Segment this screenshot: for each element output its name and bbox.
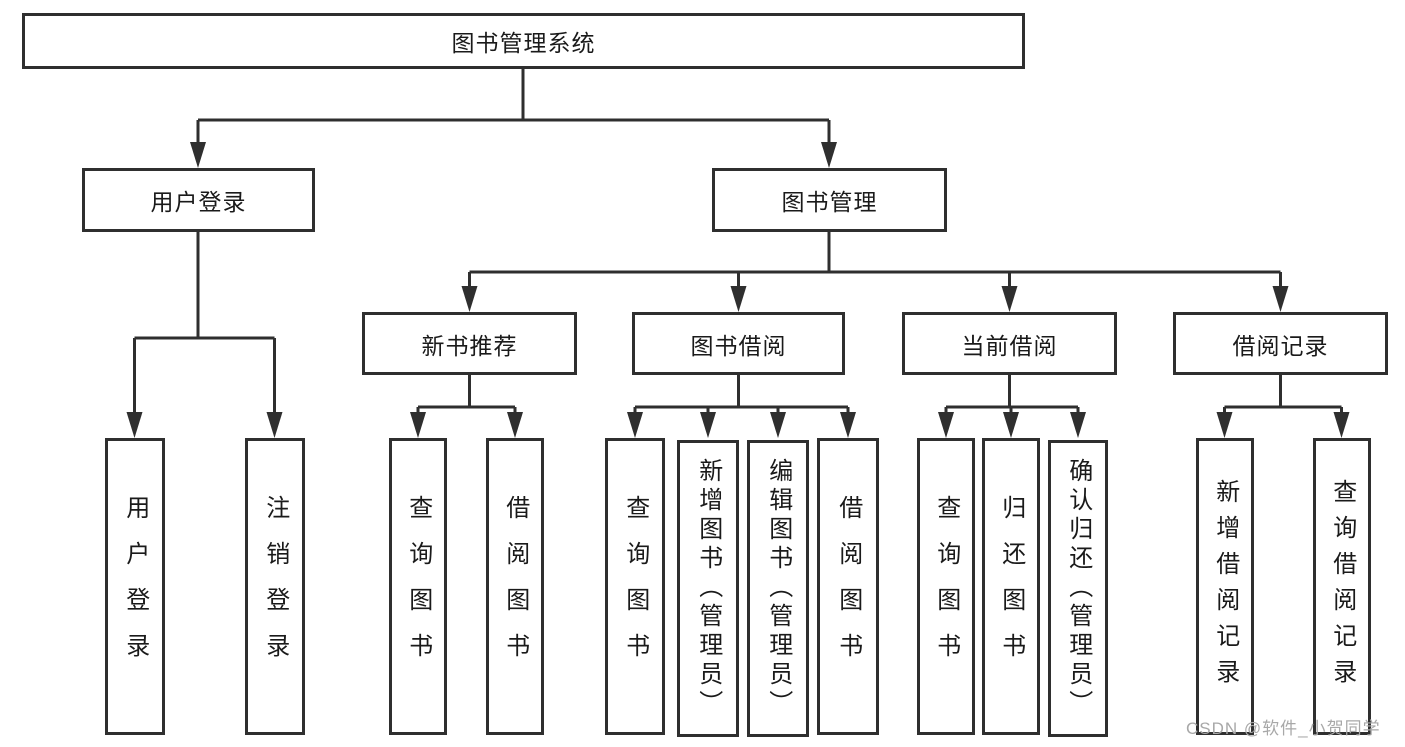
node-root-system: 图书管理系统 [22,13,1025,69]
leaf-borrow-books-recommend: 借阅图书 [486,438,544,735]
leaf-query-books-borrowing: 查询图书 [605,438,665,735]
node-borrow-records: 借阅记录 [1173,312,1388,375]
leaf-query-borrow-record: 查询借阅记录 [1313,438,1371,735]
node-borrow-records-label: 借阅记录 [1232,332,1329,359]
node-user-login: 用户登录 [82,168,315,232]
node-book-borrowing: 图书借阅 [632,312,845,375]
leaf-add-borrow-record: 新增借阅记录 [1196,438,1254,735]
leaf-borrow-books-borrowing: 借阅图书 [817,438,879,735]
node-root-label: 图书管理系统 [451,30,596,56]
leaf-query-books-current: 查询图书 [917,438,975,735]
leaf-confirm-return-admin: 确认归还（管理员） [1048,440,1108,737]
node-new-book-recommend: 新书推荐 [362,312,577,375]
node-user-login-label: 用户登录 [150,189,247,215]
node-book-borrowing-label: 图书借阅 [690,332,787,359]
leaf-user-login: 用户登录 [105,438,165,735]
arrowheads [126,142,1350,438]
leaf-edit-book-admin: 编辑图书（管理员） [747,440,809,737]
node-current-borrowing: 当前借阅 [902,312,1117,375]
leaf-query-books-recommend: 查询图书 [389,438,447,735]
leaf-return-books: 归还图书 [982,438,1040,735]
node-current-borrowing-label: 当前借阅 [961,332,1058,359]
node-new-book-recommend-label: 新书推荐 [421,332,518,359]
node-book-management: 图书管理 [712,168,947,232]
leaf-logout: 注销登录 [245,438,305,735]
csdn-watermark: CSDN @软件_小贺同学 [1186,719,1381,738]
node-book-management-label: 图书管理 [781,189,878,215]
leaf-add-book-admin: 新增图书（管理员） [677,440,739,737]
